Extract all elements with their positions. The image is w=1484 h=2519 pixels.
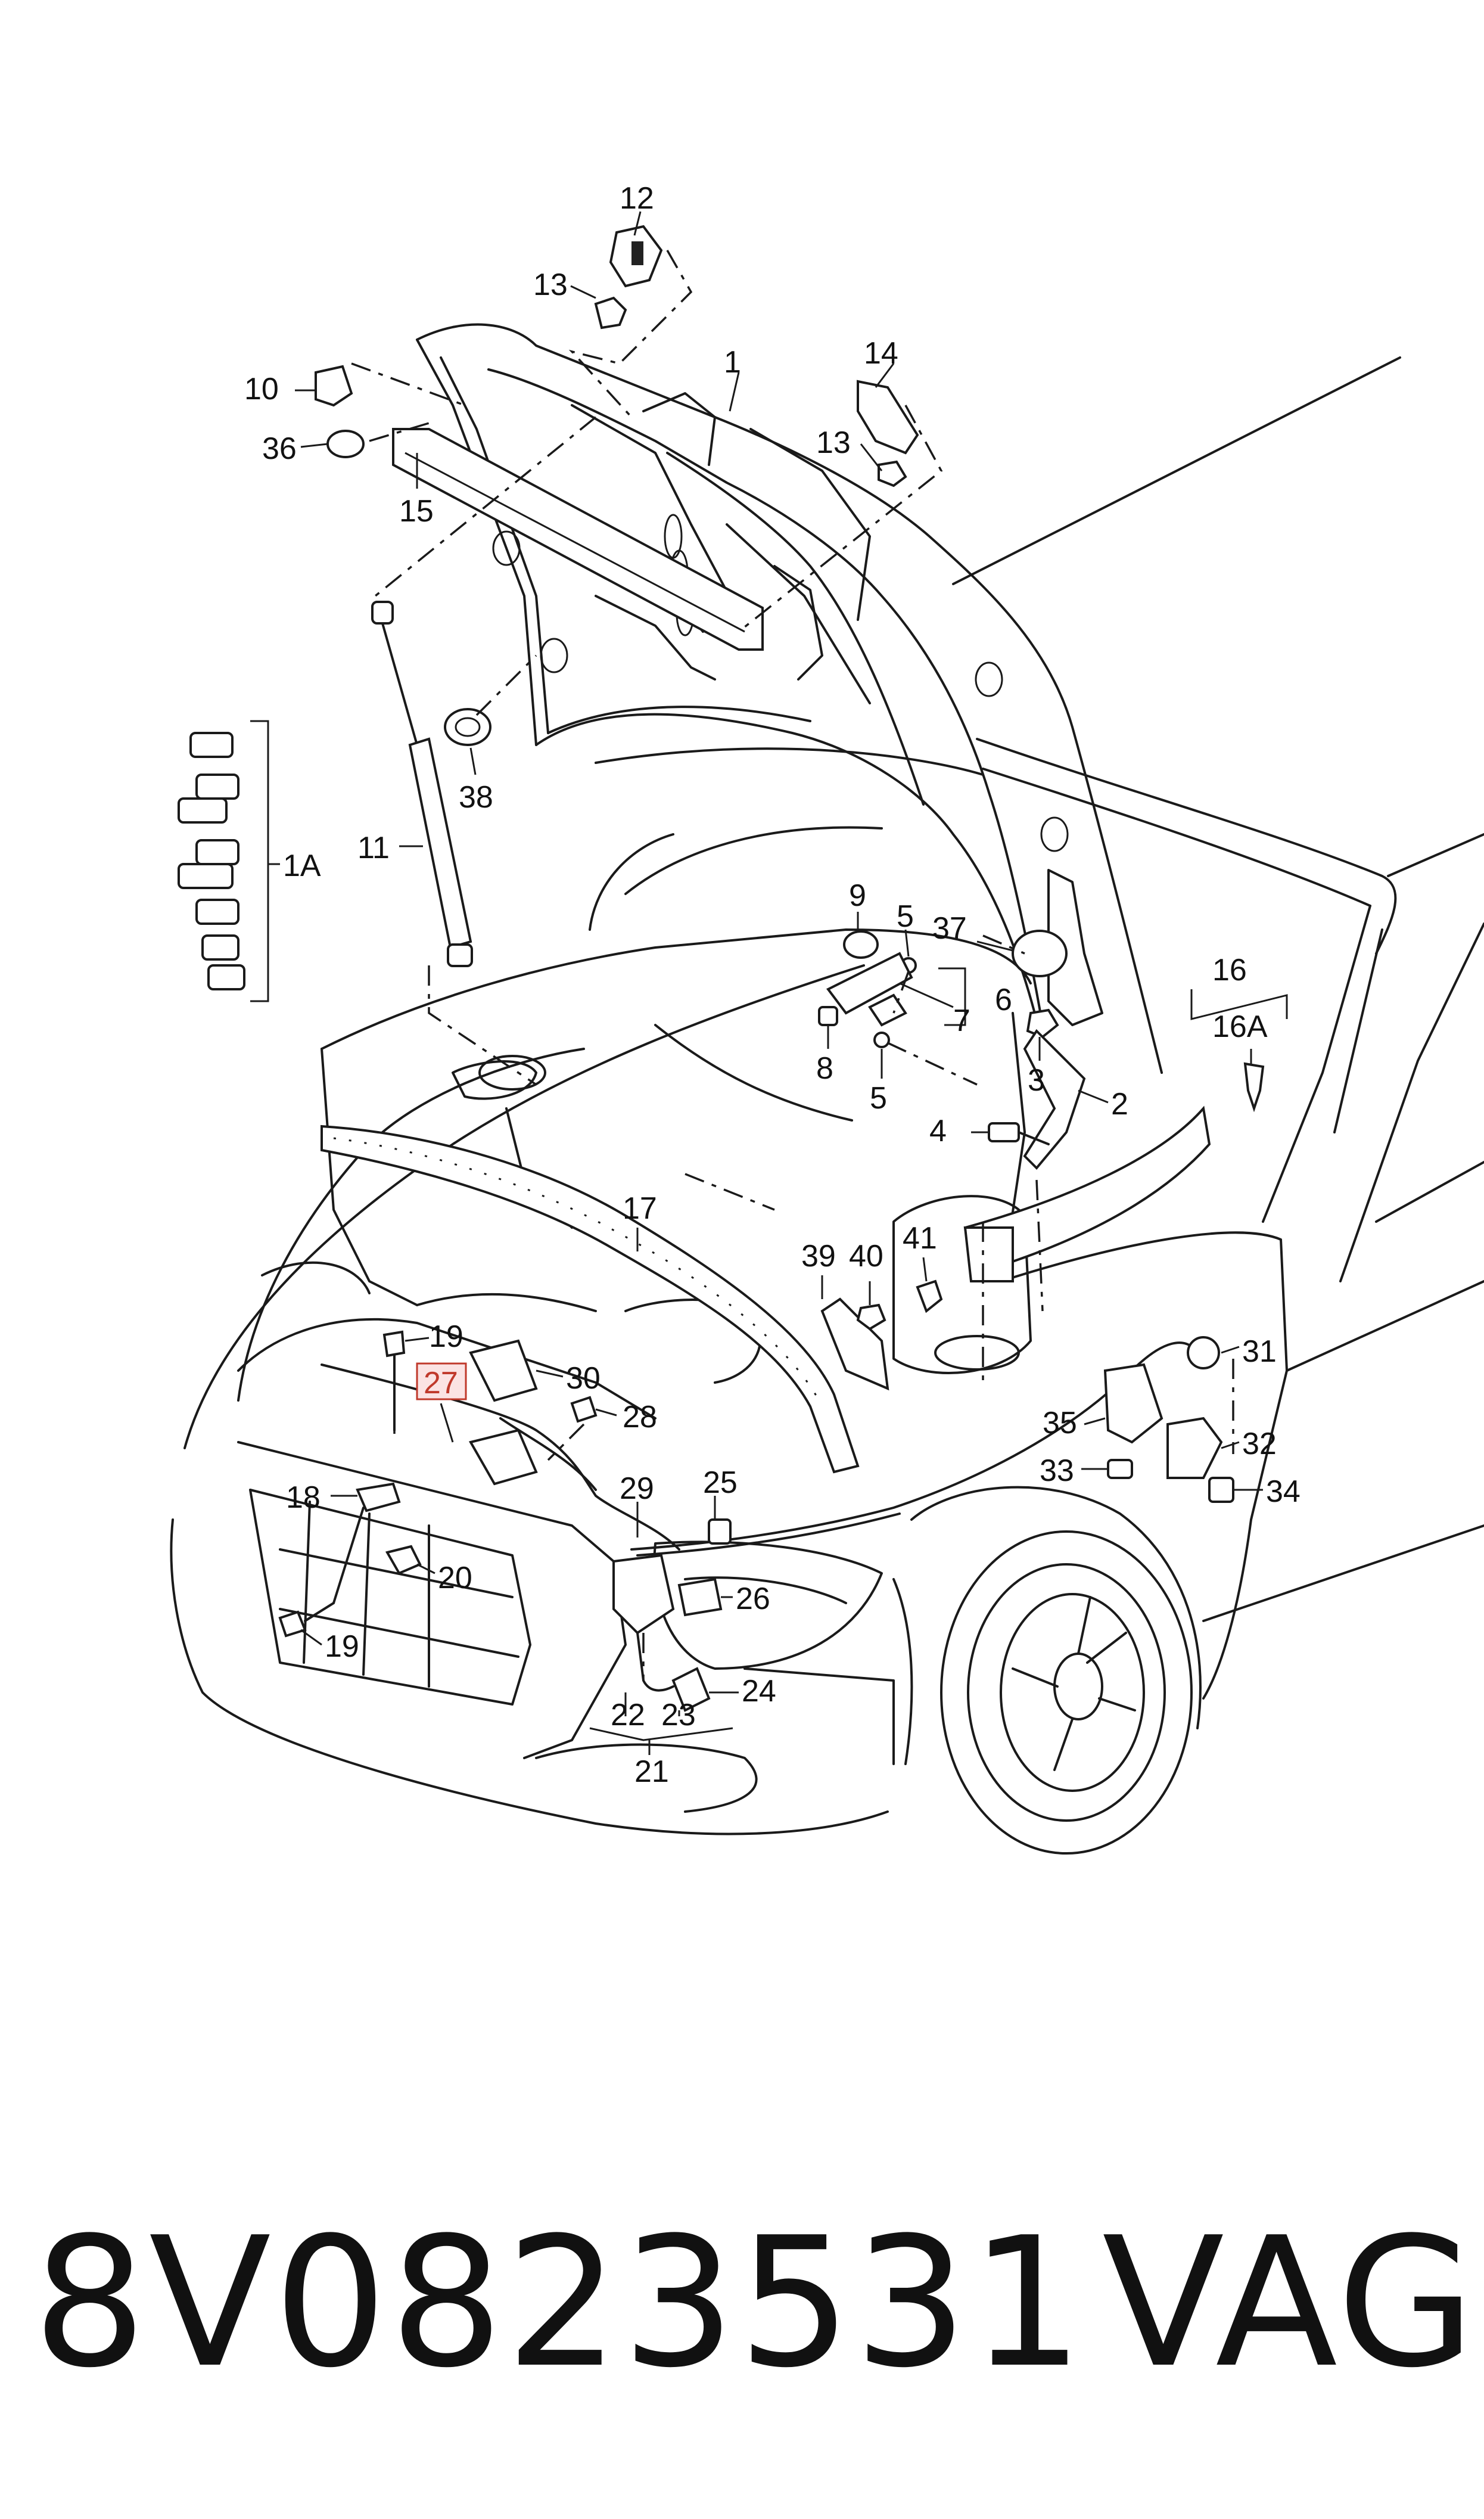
car-body-outline — [170, 356, 1484, 1855]
callout-40: 40 — [849, 1239, 883, 1274]
callout-26: 26 — [736, 1582, 770, 1616]
gas-strut-11 — [371, 601, 473, 967]
callout-39: 39 — [801, 1239, 836, 1274]
callout-23: 23 — [661, 1698, 696, 1732]
callout-5-lower: 5 — [870, 1081, 887, 1116]
callout-38: 38 — [459, 780, 493, 815]
callout-16: 16 — [1212, 953, 1247, 987]
callout-19-bottom: 19 — [325, 1629, 359, 1664]
callout-37: 37 — [932, 911, 967, 946]
callout-labels: 12 13 1 14 13 10 36 15 38 11 1A 9 5 37 6… — [244, 181, 1301, 1789]
callout-31: 31 — [1242, 1334, 1277, 1369]
callout-19-top: 19 — [429, 1319, 463, 1354]
callout-22: 22 — [611, 1698, 645, 1732]
seal-strip-17 — [321, 1125, 860, 1474]
callout-18: 18 — [286, 1480, 321, 1515]
callout-2: 2 — [1111, 1087, 1128, 1122]
callout-36: 36 — [262, 431, 297, 466]
callout-9: 9 — [849, 878, 866, 913]
assembly-lines — [351, 250, 1234, 1681]
callout-11: 11 — [357, 831, 390, 865]
callout-1: 1 — [724, 345, 741, 380]
highlight-box-27 — [416, 1362, 467, 1400]
callout-34: 34 — [1266, 1474, 1301, 1509]
callout-17: 17 — [623, 1191, 657, 1226]
callout-12: 12 — [620, 181, 654, 216]
callout-27-highlighted: 27 — [424, 1366, 458, 1400]
callout-16A: 16A — [1212, 1010, 1268, 1044]
callout-28: 28 — [623, 1400, 657, 1434]
brand-label: VAG — [1102, 2199, 1478, 2407]
leader-lines — [250, 211, 1288, 1755]
callout-30: 30 — [566, 1361, 601, 1396]
callout-15: 15 — [399, 494, 434, 529]
callout-13: 13 — [533, 268, 568, 302]
callout-41: 41 — [903, 1221, 937, 1256]
callout-5: 5 — [897, 899, 914, 934]
callout-20: 20 — [438, 1561, 472, 1595]
callout-10: 10 — [244, 372, 279, 406]
callout-3: 3 — [1028, 1063, 1045, 1098]
callout-13-right: 13 — [816, 425, 851, 460]
callout-21: 21 — [634, 1754, 669, 1789]
callout-33: 33 — [1040, 1453, 1074, 1488]
callout-25: 25 — [703, 1465, 738, 1500]
hood-seal-15 — [392, 428, 764, 651]
callout-6: 6 — [995, 983, 1012, 1017]
callout-35: 35 — [1043, 1406, 1077, 1440]
callout-8: 8 — [816, 1051, 833, 1086]
hardware-parts — [178, 225, 1265, 1712]
callout-7: 7 — [953, 1004, 970, 1038]
callout-4: 4 — [929, 1114, 947, 1148]
callout-24: 24 — [742, 1674, 776, 1709]
callout-29: 29 — [620, 1471, 654, 1506]
callout-32: 32 — [1242, 1427, 1277, 1461]
callout-1A: 1A — [283, 849, 321, 883]
callout-14: 14 — [864, 336, 898, 371]
part-number: 8V0823531 — [33, 2199, 1087, 2407]
